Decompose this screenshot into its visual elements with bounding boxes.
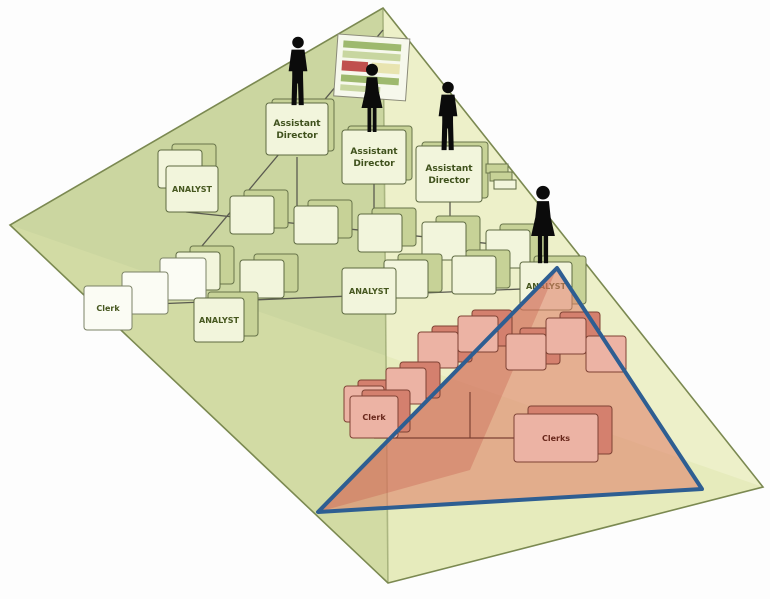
card-front	[451, 255, 497, 295]
card-front	[513, 413, 599, 463]
highlight-outline	[316, 266, 704, 514]
card-front	[421, 221, 467, 261]
card-front	[505, 333, 547, 371]
card-pair	[229, 189, 289, 235]
highlight-subpyramid: Clerk Clerks	[316, 266, 704, 514]
card-front	[193, 297, 245, 343]
analyst-cluster-upper-left: ANALYST	[157, 143, 219, 213]
card-label-line2: Director	[353, 159, 395, 169]
card-pair	[457, 309, 513, 353]
clerk-card: Clerk	[83, 285, 133, 331]
pink-card-cluster-left: Clerk	[343, 309, 513, 439]
card-label: Clerk	[362, 413, 386, 422]
card-label: Clerk	[96, 304, 120, 313]
mini-card	[493, 179, 517, 190]
card-front	[341, 129, 407, 185]
card-pair	[357, 207, 417, 253]
card-front	[341, 267, 397, 315]
card-front	[239, 259, 285, 299]
card-front	[293, 205, 339, 245]
director-card-2: Assistant Director	[341, 125, 413, 185]
card-label: Clerks	[542, 434, 570, 443]
card-pair	[451, 249, 511, 295]
card-pair	[293, 199, 353, 245]
card-pair	[421, 215, 481, 261]
card-front	[165, 165, 219, 213]
card-front	[229, 195, 275, 235]
highlight-connectors	[374, 392, 514, 439]
clerk-cluster-left: Clerk ANALYST	[83, 257, 259, 343]
board-bar-red	[341, 60, 369, 73]
card-label: ANALYST	[349, 287, 389, 296]
card-label-line2: Director	[428, 176, 470, 186]
board-bar-yellow	[371, 62, 401, 75]
card-front	[357, 213, 403, 253]
card-label: ANALYST	[172, 185, 212, 194]
analyst-card-left: ANALYST	[193, 291, 259, 343]
director-card-3: Assistant Director	[415, 141, 489, 203]
card-front	[585, 335, 627, 373]
card-pair	[239, 253, 299, 299]
clerks-card-large: Clerks	[513, 405, 613, 463]
director-card-1: Assistant Director	[265, 98, 335, 156]
card-front	[83, 285, 133, 331]
card-label-line1: Assistant	[273, 119, 321, 129]
card-front	[265, 102, 329, 156]
analyst-card-row-2: ANALYST	[341, 267, 397, 315]
card-row-1	[229, 189, 545, 269]
card-front	[545, 317, 587, 355]
card-label-line1: Assistant	[350, 147, 398, 157]
card-label: ANALYST	[199, 316, 239, 325]
board-bar-2	[342, 50, 401, 62]
card-front	[349, 395, 399, 439]
clerk-card-highlight: Clerk	[349, 389, 411, 439]
pink-card-cluster-right: Clerks	[505, 311, 627, 463]
card-label-line1: Assistant	[425, 164, 473, 174]
mini-card-stack	[485, 163, 517, 190]
card-front	[415, 145, 483, 203]
board-bar-1	[343, 40, 402, 52]
card-front	[457, 315, 499, 353]
card-label-line2: Director	[276, 131, 318, 141]
